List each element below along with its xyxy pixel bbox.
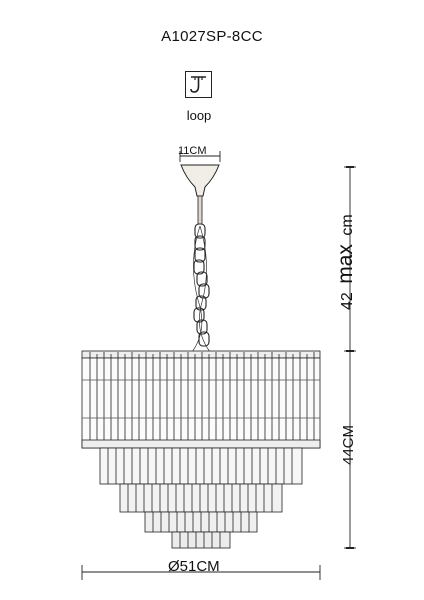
fourth-tier (144, 511, 258, 533)
hook-icon (185, 71, 212, 98)
mount-caption: loop (186, 108, 212, 123)
drop-max: max (334, 244, 357, 284)
diameter-dimension-line (81, 565, 321, 580)
drop-value: 42 (339, 292, 356, 310)
canopy-width-label: 11CM (178, 145, 207, 157)
diameter-label: Ø51CM (168, 558, 220, 575)
top-tier (81, 350, 321, 449)
height-dimension-line (344, 166, 356, 549)
second-tier (99, 447, 303, 485)
third-tier (119, 483, 283, 513)
model-title: A1027SP-8CC (161, 28, 263, 45)
canopy (180, 164, 220, 197)
body-height-label: 44CM (340, 424, 357, 465)
bottom-tier (171, 531, 231, 549)
drop-length-label: 42 max cm (334, 214, 358, 310)
suspension-wires (191, 225, 211, 353)
chain (193, 223, 210, 347)
drop-unit: cm (339, 214, 356, 236)
canopy-dimension-line (179, 151, 221, 162)
rod (197, 195, 203, 225)
